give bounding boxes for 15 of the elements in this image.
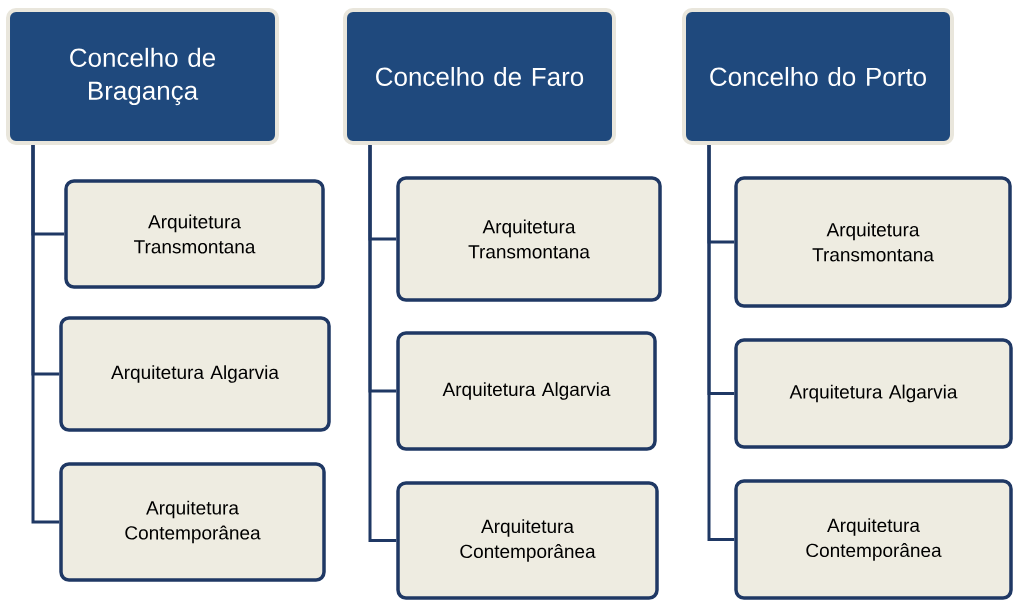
item-box: Arquitetura Transmontana: [734, 176, 1012, 308]
heading-box: Concelho de Bragança: [6, 8, 279, 145]
item-box: Arquitetura Algarvia: [734, 338, 1013, 449]
connector-line: [707, 145, 735, 541]
item-box: Arquitetura Contemporânea: [59, 462, 326, 582]
item-box: Arquitetura Transmontana: [64, 179, 325, 289]
connector-line: [368, 145, 397, 542]
item-box: Arquitetura Transmontana: [396, 176, 662, 302]
connector-line: [31, 145, 60, 524]
heading-box: Concelho de Faro: [343, 8, 616, 145]
heading-box: Concelho do Porto: [682, 8, 954, 145]
item-box: Arquitetura Algarvia: [396, 331, 657, 451]
item-box: Arquitetura Contemporânea: [396, 481, 659, 600]
item-box: Arquitetura Contemporânea: [734, 479, 1013, 600]
item-box: Arquitetura Algarvia: [59, 316, 331, 432]
